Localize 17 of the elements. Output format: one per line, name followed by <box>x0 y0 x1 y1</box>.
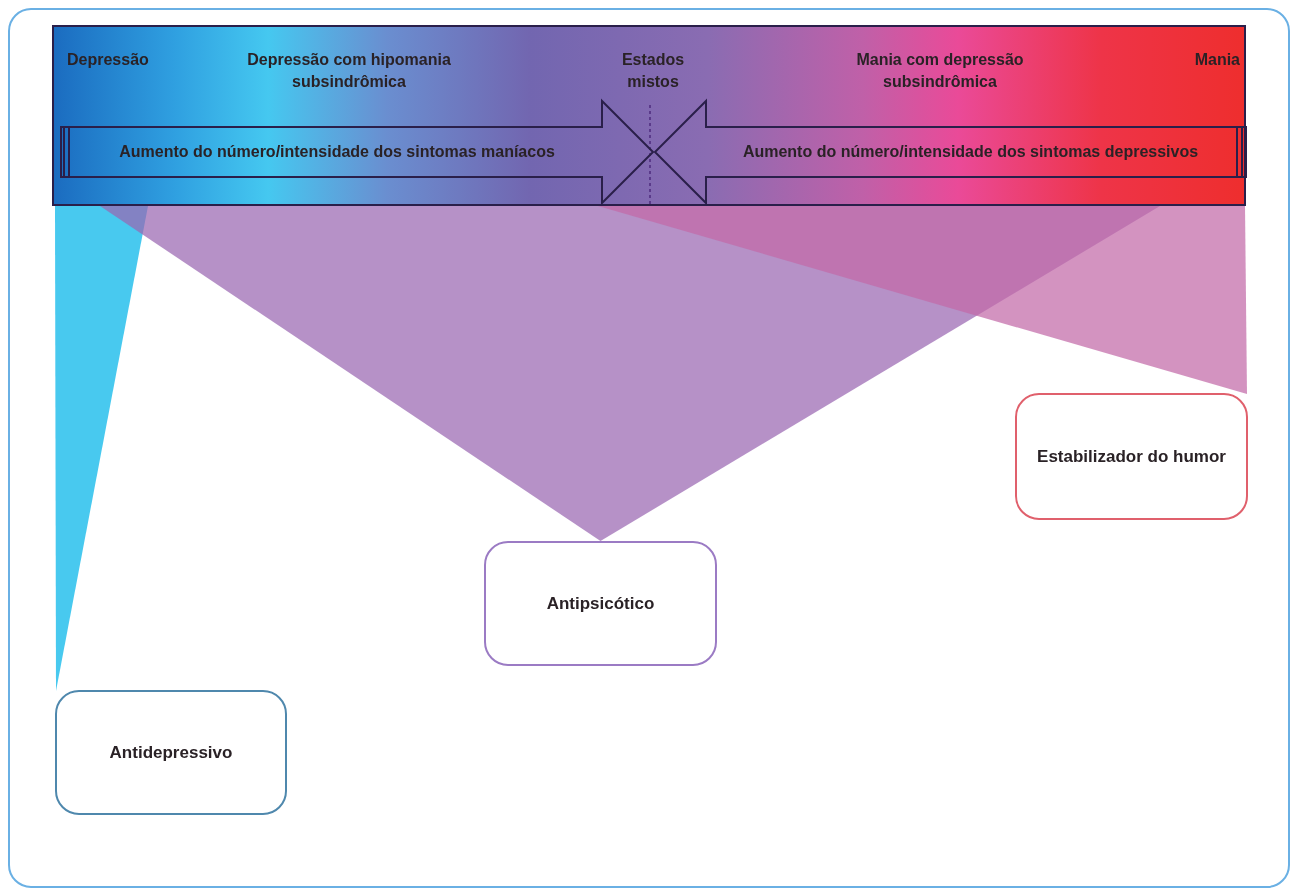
arrow-label: Aumento do número/intensidade dos sintomas depressivos <box>741 142 1200 162</box>
state-label: Estados mistos <box>620 50 686 92</box>
state-label: Mania com depressão subsindrômica <box>855 50 1025 92</box>
state-label: Mania <box>1193 50 1240 70</box>
drug-label: Antidepressivo <box>108 741 234 764</box>
arrow-label: Aumento do número/intensidade dos sintomas maníacos <box>118 142 556 162</box>
drug-box <box>484 541 717 666</box>
drug-box <box>1015 393 1248 520</box>
state-label: Depressão com hipomania subsindrômica <box>246 50 452 92</box>
drug-label: Estabilizador do humor <box>1036 445 1227 468</box>
range-wedge <box>598 206 1247 394</box>
block-arrow <box>60 100 654 204</box>
drug-box <box>55 690 287 815</box>
drug-label: Antipsicótico <box>545 592 656 615</box>
spectrum-band <box>52 25 1246 206</box>
state-label: Depressão <box>67 50 150 70</box>
block-arrow <box>654 100 1247 204</box>
